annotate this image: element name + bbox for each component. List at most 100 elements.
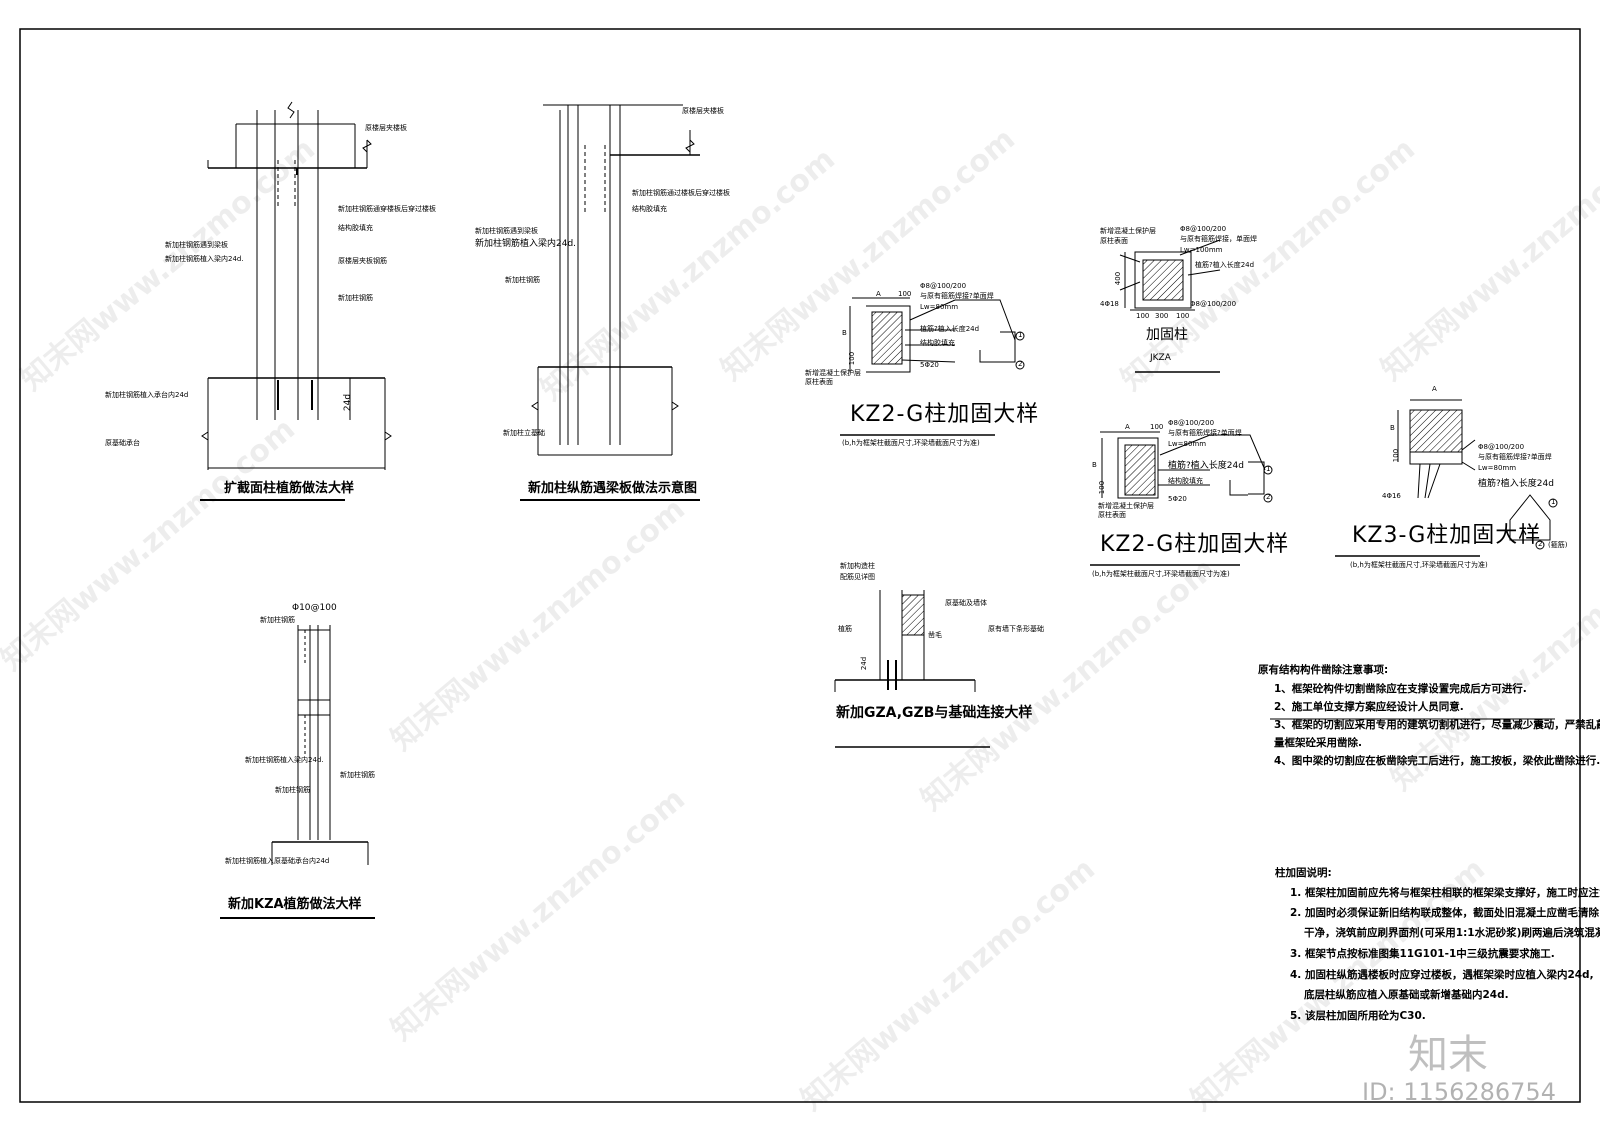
- d5-label: Φ8@100/200: [1180, 225, 1227, 233]
- detail-7-lines: [1335, 399, 1558, 557]
- d3-title: 新加KZA植筋做法大样: [228, 897, 362, 912]
- detail-4-lines: [840, 297, 1025, 436]
- d6-dim-B: B: [1092, 461, 1097, 469]
- d8-dimension: 24d: [860, 656, 869, 671]
- d3-label: 新加柱钢筋: [260, 616, 295, 624]
- notes1-item: 3、框架的切割应采用专用的建筑切割机进行，尽量减少震动，严禁乱敲乱砸，少: [1274, 719, 1600, 731]
- d2-label: 原楼层夹楼板: [682, 107, 724, 115]
- brand-logo: 知末: [1408, 1032, 1488, 1078]
- d5-label: 新增混凝土保护层: [1100, 227, 1156, 235]
- d1-title: 扩截面柱植筋做法大样: [224, 481, 355, 496]
- d6-dim-100b: 100: [1098, 480, 1107, 495]
- d1-label: 原基础承台: [105, 439, 140, 447]
- d4-label: 结构胶填充: [920, 339, 955, 347]
- notes2-item: 2. 加固时必须保证新旧结构联成整体，截面处旧混凝土应凿毛清除: [1290, 907, 1599, 919]
- d6-callout-1: 1: [1266, 465, 1271, 473]
- d2-title: 新加柱纵筋遇梁板做法示意图: [528, 481, 698, 496]
- d5-label: Lw=100mm: [1180, 246, 1223, 254]
- d8-label: 新加构造柱: [840, 562, 875, 570]
- d2-label: 结构胶填充: [632, 205, 667, 213]
- notes2-item: 1. 框架柱加固前应先将与框架柱相联的框架梁支撑好，施工时应注意安全.: [1290, 887, 1600, 899]
- d1-label: 原楼层夹楼板: [365, 124, 407, 132]
- detail-1-lines: [200, 101, 392, 501]
- detail-6-lines: [1090, 431, 1273, 566]
- d4-label: Lw=80mm: [920, 303, 959, 311]
- d3-label: 新加柱钢筋植入原基础承台内24d: [225, 857, 330, 865]
- detail-3-lines: [220, 625, 375, 919]
- d5-dim-100b: 100: [1176, 312, 1190, 320]
- d8-label: 原有墙下条形基础: [988, 625, 1044, 633]
- d4-label: 新增混凝土保护层: [805, 369, 861, 377]
- image-id: ID: 1156286754: [1362, 1078, 1556, 1106]
- d6-label: 5Φ20: [1168, 495, 1187, 503]
- d6-dim-A: A: [1125, 423, 1130, 431]
- d6-label: 与原有箍筋焊接?单面焊: [1168, 429, 1242, 437]
- d8-label: 原基础及墙体: [945, 599, 987, 607]
- d7-label: Φ8@100/200: [1478, 443, 1525, 451]
- d6-label: Φ8@100/200: [1168, 419, 1215, 427]
- d4-label: 5Φ20: [920, 361, 939, 369]
- d7-callout-2: 2: [1538, 540, 1543, 548]
- d4-label: Φ8@100/200: [920, 282, 967, 290]
- d7-label: 与原有箍筋焊接?单面焊: [1478, 453, 1552, 461]
- d7-title: KZ3-G柱加固大样: [1352, 523, 1542, 548]
- d8-label: 凿毛: [928, 631, 942, 639]
- d1-label: 新加柱钢筋遇到梁板: [165, 241, 228, 249]
- d5-dim-100a: 100: [1136, 312, 1150, 320]
- d2-label: 新加柱钢筋通过楼板后穿过楼板: [632, 189, 730, 197]
- d7-label: Lw=80mm: [1478, 464, 1517, 472]
- d4-dim-B: B: [842, 329, 847, 337]
- d5-label: Φ8@100/200: [1190, 300, 1237, 308]
- d5-label: 4Φ18: [1100, 300, 1119, 308]
- d8-label: 配筋见详图: [840, 573, 875, 581]
- d6-label: 原柱表面: [1098, 511, 1126, 519]
- d6-label: Lw=80mm: [1168, 440, 1207, 448]
- d7-label: 4Φ16: [1382, 492, 1401, 500]
- sheet-frame: [19, 28, 1581, 1103]
- d2-label: 新加柱钢筋: [505, 276, 540, 284]
- d3-top-label: Φ10@100: [292, 603, 337, 613]
- d3-label: 新加柱钢筋: [340, 771, 375, 779]
- d2-label: 新加柱立基础: [503, 429, 545, 437]
- d7-dim-100: 100: [1392, 448, 1401, 463]
- d6-label: 新增混凝土保护层: [1098, 502, 1154, 510]
- d6-label: 植筋?植入长度24d: [1168, 461, 1244, 471]
- notes2-item: 3. 框架节点按标准图集11G101-1中三级抗震要求施工.: [1290, 948, 1555, 960]
- d4-callout-1: 1: [1018, 331, 1023, 339]
- d4-label: 原柱表面: [805, 378, 833, 386]
- d4-dim-A: A: [876, 290, 881, 298]
- d6-callout-2: 2: [1266, 493, 1271, 501]
- d5-label: 植筋?植入长度24d: [1195, 261, 1255, 269]
- d7-callout-note: (箍筋): [1548, 541, 1568, 549]
- notes1-item: 量框架砼采用凿除.: [1274, 737, 1362, 749]
- d4-subtitle: (b,h为框架柱截面尺寸,环梁墙截面尺寸为准): [842, 439, 980, 447]
- d7-dim-A: A: [1432, 385, 1437, 393]
- d1-label: 结构胶填充: [338, 224, 373, 232]
- d5-dim-400: 400: [1114, 271, 1123, 286]
- d1-label: 原楼层夹板钢筋: [338, 257, 387, 265]
- d7-callout-1: 1: [1551, 498, 1556, 506]
- d4-callout-2: 2: [1018, 360, 1023, 368]
- detail-2-lines: [520, 104, 700, 501]
- d1-label: 新加柱钢筋: [338, 294, 373, 302]
- detail-8-lines: [834, 590, 990, 748]
- notes2-item: 干净，浇筑前应刷界面剂(可采用1:1水泥砂浆)刷两遍后浇筑混凝土.: [1304, 927, 1600, 939]
- d5-title: 加固柱: [1146, 327, 1188, 343]
- notes1-item: 1、框架砼构件切割凿除应在支撑设置完成后方可进行.: [1274, 683, 1527, 695]
- d7-dim-B: B: [1390, 424, 1395, 432]
- d4-dim-100: 100: [898, 290, 912, 298]
- notes2-item: 5. 该层柱加固所用砼为C30.: [1290, 1010, 1426, 1022]
- d5-dim-300: 300: [1155, 312, 1169, 320]
- d1-label: 新加柱钢筋通穿楼板后穿过楼板: [338, 205, 436, 213]
- d8-title: 新加GZA,GZB与基础连接大样: [836, 705, 1033, 721]
- notes2-item: 4. 加固柱纵筋遇楼板时应穿过楼板，遇框架梁时应植入梁内24d,: [1290, 969, 1594, 981]
- d7-subtitle: (b,h为框架柱截面尺寸,环梁墙截面尺寸为准): [1350, 561, 1488, 569]
- d7-label: 植筋?植入长度24d: [1478, 479, 1554, 489]
- d1-dimension: 24d: [343, 393, 354, 412]
- d3-label: 新加柱钢筋: [275, 786, 310, 794]
- d2-label: 新加柱钢筋遇到梁板: [475, 227, 538, 235]
- d6-label: 结构胶填充: [1168, 477, 1203, 485]
- notes1-title: 原有结构构件凿除注意事项:: [1258, 664, 1389, 676]
- notes2-item: 底层柱纵筋应植入原基础或新增基础内24d.: [1304, 989, 1509, 1001]
